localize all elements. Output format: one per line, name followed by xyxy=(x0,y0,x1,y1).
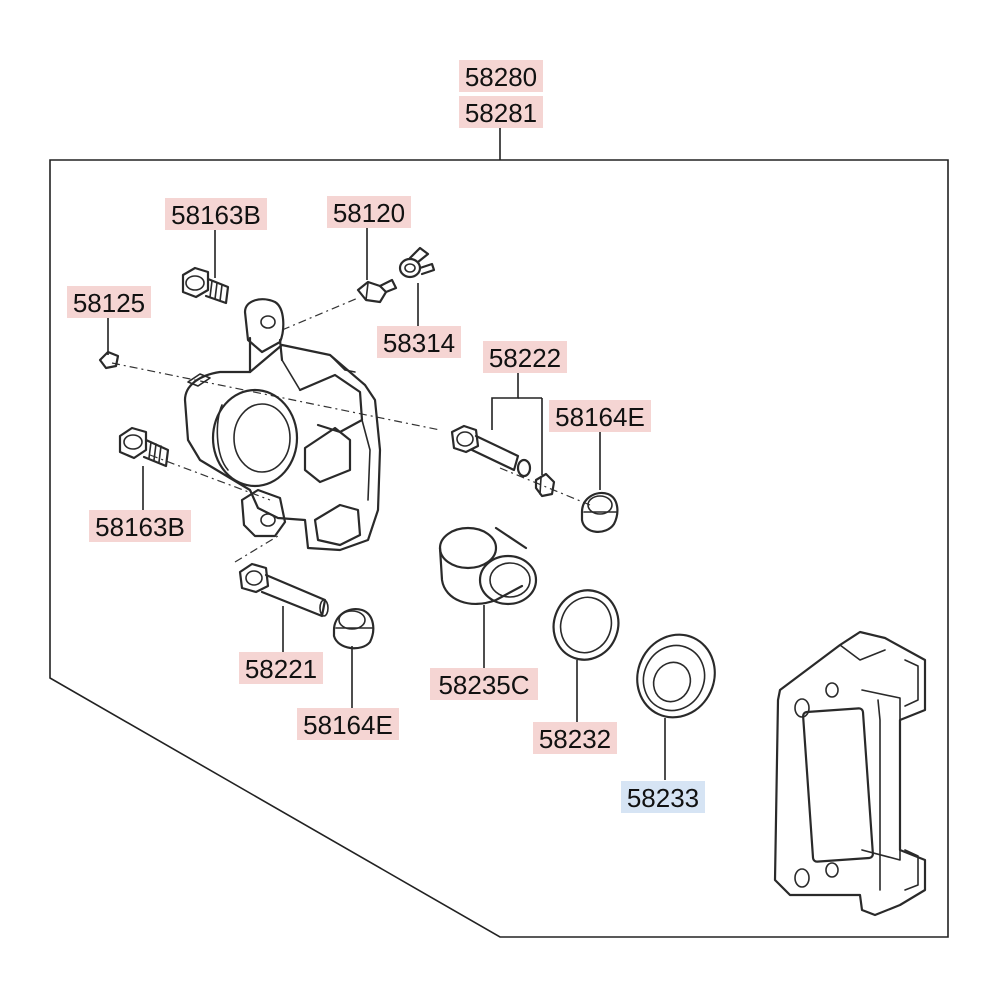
bolt-top-drawing xyxy=(181,266,230,305)
guide-pin-kit-drawing xyxy=(450,424,556,498)
svg-text:58163B: 58163B xyxy=(171,200,261,230)
assembly-frame xyxy=(49,128,949,938)
svg-text:58221: 58221 xyxy=(245,654,317,684)
part-label-58280: 58280 xyxy=(459,60,543,92)
part-label-58221: 58221 xyxy=(239,652,323,684)
svg-text:58314: 58314 xyxy=(383,328,455,358)
piston-drawing xyxy=(438,526,538,606)
leader-lines xyxy=(107,228,666,780)
bleeder-cap-drawing xyxy=(398,246,436,279)
part-label-58163B-top: 58163B xyxy=(165,198,267,230)
part-label-58164E-bottom: 58164E xyxy=(297,708,399,740)
caliper-body-drawing xyxy=(183,298,382,552)
part-label-58222: 58222 xyxy=(483,341,567,373)
boot-bottom-drawing xyxy=(332,608,375,650)
part-label-58125: 58125 xyxy=(67,286,151,318)
svg-text:58280: 58280 xyxy=(465,62,537,92)
svg-text:58120: 58120 xyxy=(333,198,405,228)
part-label-58314: 58314 xyxy=(377,326,461,358)
part-label-58281: 58281 xyxy=(459,96,543,128)
part-label-58232: 58232 xyxy=(533,722,617,754)
part-label-58233: 58233 xyxy=(621,781,705,813)
svg-text:58235C: 58235C xyxy=(438,670,529,700)
part-label-58164E-right: 58164E xyxy=(549,400,651,432)
bolt-bottom-drawing xyxy=(118,426,170,468)
svg-text:58222: 58222 xyxy=(489,343,561,373)
svg-text:58125: 58125 xyxy=(73,288,145,318)
svg-text:58163B: 58163B xyxy=(95,512,185,542)
carrier-bracket-drawing xyxy=(773,630,927,917)
svg-text:58164E: 58164E xyxy=(303,710,393,740)
dust-boot-drawing xyxy=(636,633,716,719)
part-label-58163B-bottom: 58163B xyxy=(89,510,191,542)
small-cap-drawing xyxy=(98,350,120,370)
part-label-58235C: 58235C xyxy=(430,668,538,700)
svg-text:58233: 58233 xyxy=(627,783,699,813)
part-label-58120: 58120 xyxy=(327,196,411,228)
svg-text:58164E: 58164E xyxy=(555,402,645,432)
svg-text:58232: 58232 xyxy=(539,724,611,754)
svg-text:58281: 58281 xyxy=(465,98,537,128)
piston-seal-drawing xyxy=(552,589,620,661)
guide-pin-drawing xyxy=(238,562,329,618)
boot-right-drawing xyxy=(580,491,619,533)
bleeder-screw-drawing xyxy=(356,278,398,304)
